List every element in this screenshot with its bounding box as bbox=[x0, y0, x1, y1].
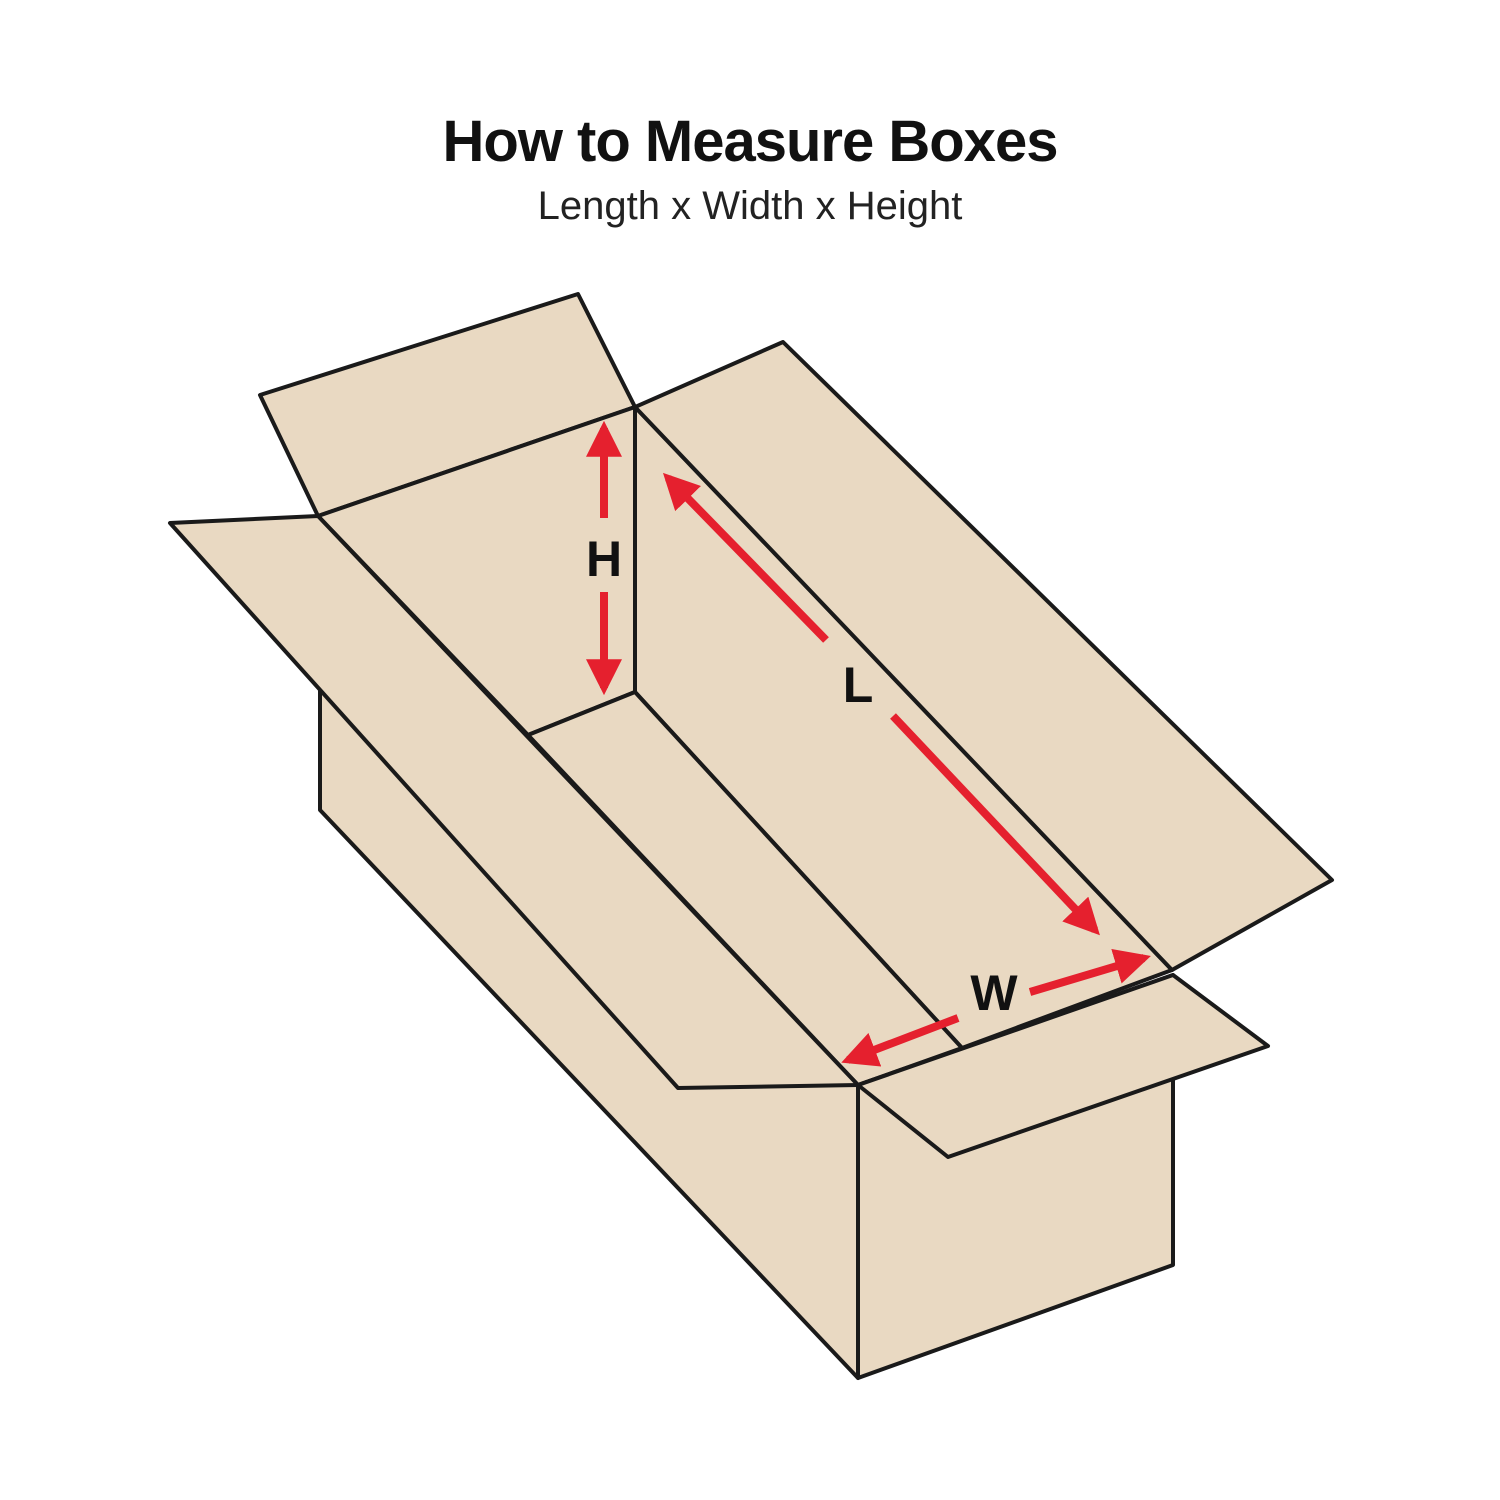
right-flap bbox=[633, 340, 1334, 972]
length-label: L bbox=[843, 657, 874, 713]
front-flap bbox=[856, 973, 1270, 1159]
height-label: H bbox=[586, 531, 622, 587]
length-arrow-bottom bbox=[890, 713, 1100, 936]
page-subtitle: Length x Width x Height bbox=[537, 184, 963, 228]
width-label: W bbox=[970, 965, 1018, 1021]
width-arrow-right bbox=[1028, 948, 1151, 996]
width-arrow-left bbox=[841, 1014, 960, 1067]
length-arrow-top bbox=[662, 472, 829, 643]
page-title: How to Measure Boxes bbox=[442, 109, 1059, 174]
